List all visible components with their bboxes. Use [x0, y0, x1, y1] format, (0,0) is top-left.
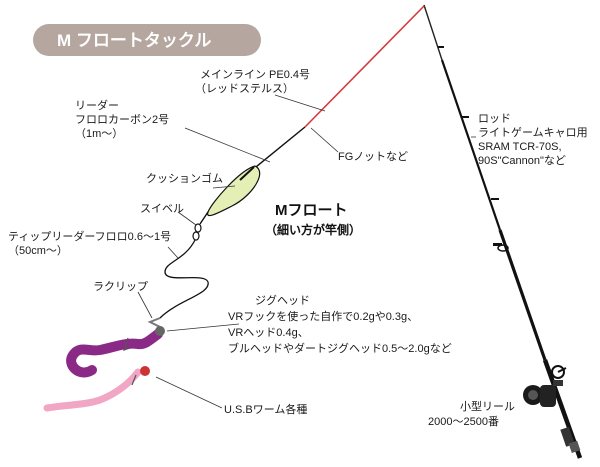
- purple-worm: [66, 326, 165, 378]
- raclip-label: ラクリップ: [93, 280, 148, 293]
- rod-label: ロッド ライトゲームキャロ用 SRAM TCR-70S, 90S"Cannon"…: [478, 113, 591, 167]
- swivel: [192, 223, 202, 241]
- tippet-line: [159, 239, 209, 319]
- rod: [423, 4, 583, 459]
- main-line: [304, 5, 425, 128]
- reel: [523, 365, 567, 407]
- diagram-title: M フロートタックル: [57, 31, 211, 50]
- leader-label: リーダー フロロカーボン2号 （1m〜）: [75, 98, 172, 140]
- main-line-label: メインライン PE0.4号 （レッドステルス）: [195, 68, 313, 95]
- pink-worm: [43, 366, 150, 412]
- worm-label: U.S.Bワーム各種: [224, 402, 307, 416]
- fg-knot-label: FGノットなど: [338, 150, 408, 163]
- float-name: Mフロート: [275, 202, 348, 219]
- cushion-label: クッションゴム: [146, 171, 223, 185]
- tippet-label: ティップリーダーフロロ0.6〜1号 （50cm〜）: [8, 229, 174, 257]
- reel-label: 小型リール 2000〜2500番: [428, 399, 518, 428]
- title-badge: M フロートタックル: [33, 24, 261, 56]
- float-note: （細い方が竿側）: [265, 222, 361, 237]
- title-background: [33, 24, 261, 56]
- m-float: [206, 165, 261, 217]
- swivel-label: スイベル: [140, 203, 184, 215]
- jighead-label: ジグヘッド VRフックを使った自作で0.2gや0.3g、 VRヘッド0.4g、 …: [228, 293, 452, 355]
